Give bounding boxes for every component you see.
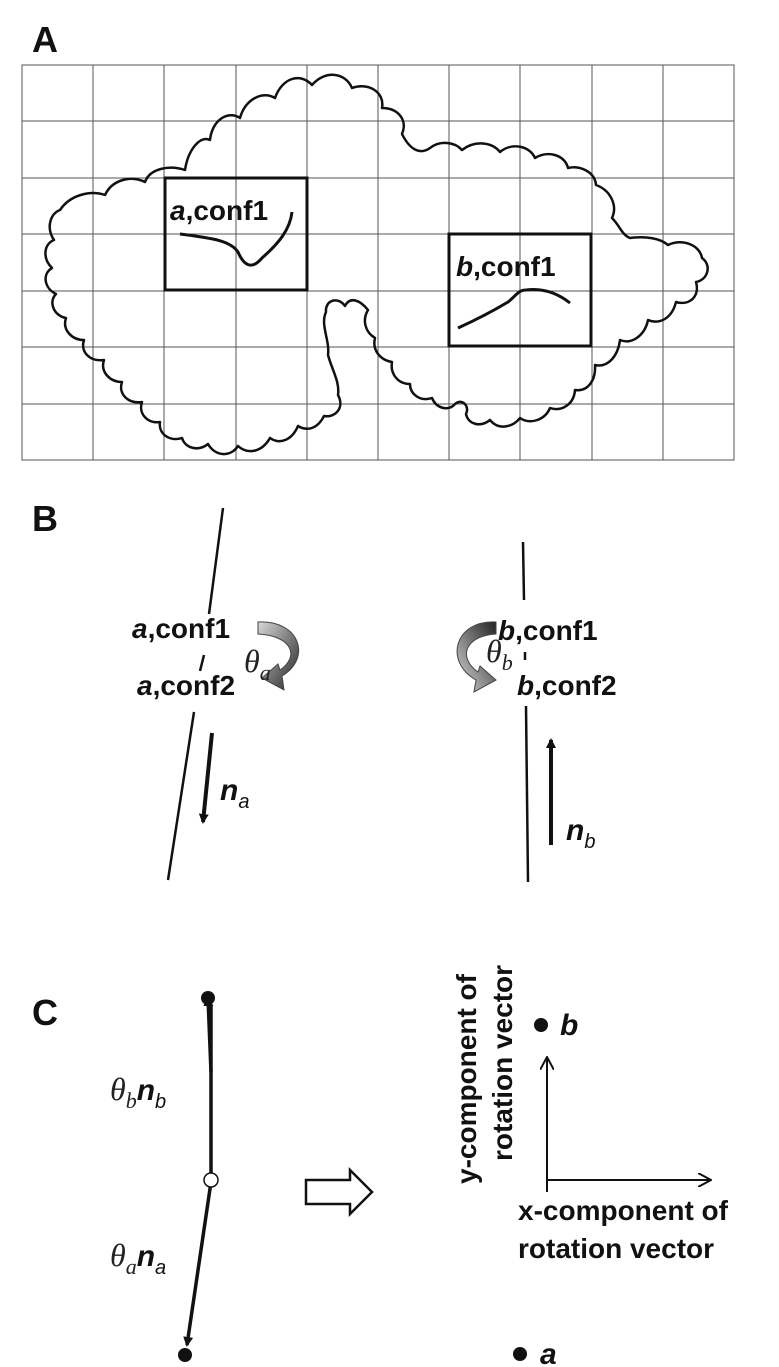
panel-label-a: A (32, 19, 58, 60)
origin-dot (203, 1172, 219, 1188)
n-b: n (566, 814, 584, 847)
vector-diagram (178, 991, 219, 1362)
svg-text:θa: θa (244, 643, 271, 685)
box-b-mol: b (456, 251, 473, 282)
theta-a: θ (244, 643, 260, 679)
x-axis-label-line2: rotation vector (518, 1233, 714, 1264)
axes (547, 1058, 710, 1192)
y-axis-label-line1: y-component of (451, 973, 482, 1184)
label-a-mol-bottom: a (137, 670, 153, 701)
label-a-mol-top: a (132, 613, 148, 644)
y-axis-label-line2: rotation vector (487, 965, 518, 1161)
svg-text:θbnb: θbnb (110, 1071, 166, 1113)
panel-label-c: C (32, 992, 58, 1033)
label-b-conf2: ,conf2 (534, 670, 616, 701)
svg-text:b,conf2: b,conf2 (517, 670, 617, 701)
point-a-label: a (540, 1338, 557, 1367)
theta-b-sub: b (502, 650, 513, 675)
point-b-label: b (560, 1009, 578, 1042)
grid (21, 64, 735, 461)
box-a-conf1: a,conf1 (163, 176, 309, 292)
label-a-conf2: ,conf2 (153, 670, 235, 701)
box-b-conf: ,conf1 (473, 251, 555, 282)
n-a-sub: a (238, 791, 249, 813)
label-b-conf1: ,conf1 (515, 615, 597, 646)
plane-line-right (521, 541, 530, 883)
endpoint-b-dot (201, 991, 215, 1005)
conformation-curve-a (179, 211, 294, 267)
n-a: n (220, 774, 238, 807)
svg-text:a,conf1: a,conf1 (170, 195, 268, 226)
svg-text:na: na (220, 774, 249, 813)
point-a-marker (513, 1347, 527, 1361)
svg-text:a,conf1: a,conf1 (132, 613, 230, 644)
point-b-marker (534, 1018, 548, 1032)
theta-b-c-sub: b (126, 1088, 137, 1113)
rotation-arrow-a (257, 621, 300, 691)
panel-label-b: B (32, 498, 58, 539)
endpoint-a-dot (178, 1348, 192, 1362)
rotation-arrow-b (456, 621, 497, 693)
label-b-mol-top: b (498, 615, 515, 646)
plane-line-left (166, 507, 225, 881)
svg-text:θb: θb (486, 633, 513, 675)
n-b-c-sub: b (155, 1091, 166, 1113)
theta-a-c-sub: a (126, 1254, 137, 1279)
svg-text:b,conf1: b,conf1 (498, 615, 598, 646)
x-axis-label-line1: x-component of (518, 1195, 729, 1226)
theta-b: θ (486, 633, 502, 669)
svg-text:nb: nb (566, 814, 595, 853)
svg-text:θana: θana (110, 1237, 166, 1279)
label-a-conf1: ,conf1 (148, 613, 230, 644)
theta-a-sub: a (260, 660, 271, 685)
theta-a-c: θ (110, 1237, 126, 1273)
conformation-curve-b (457, 288, 571, 330)
n-b-c: n (137, 1074, 155, 1107)
svg-text:a,conf2: a,conf2 (137, 670, 235, 701)
box-a-mol: a (170, 195, 186, 226)
n-a-c-sub: a (155, 1257, 166, 1279)
theta-b-c: θ (110, 1071, 126, 1107)
n-a-c: n (137, 1240, 155, 1273)
svg-text:b,conf1: b,conf1 (456, 251, 556, 282)
label-b-mol-bottom: b (517, 670, 534, 701)
n-b-sub: b (584, 831, 595, 853)
normal-arrow-a (198, 732, 214, 824)
box-a-conf: ,conf1 (186, 195, 268, 226)
molecular-surface-outline (44, 73, 709, 456)
implies-arrow-icon (304, 1166, 374, 1218)
box-b-conf1: b,conf1 (447, 232, 593, 348)
